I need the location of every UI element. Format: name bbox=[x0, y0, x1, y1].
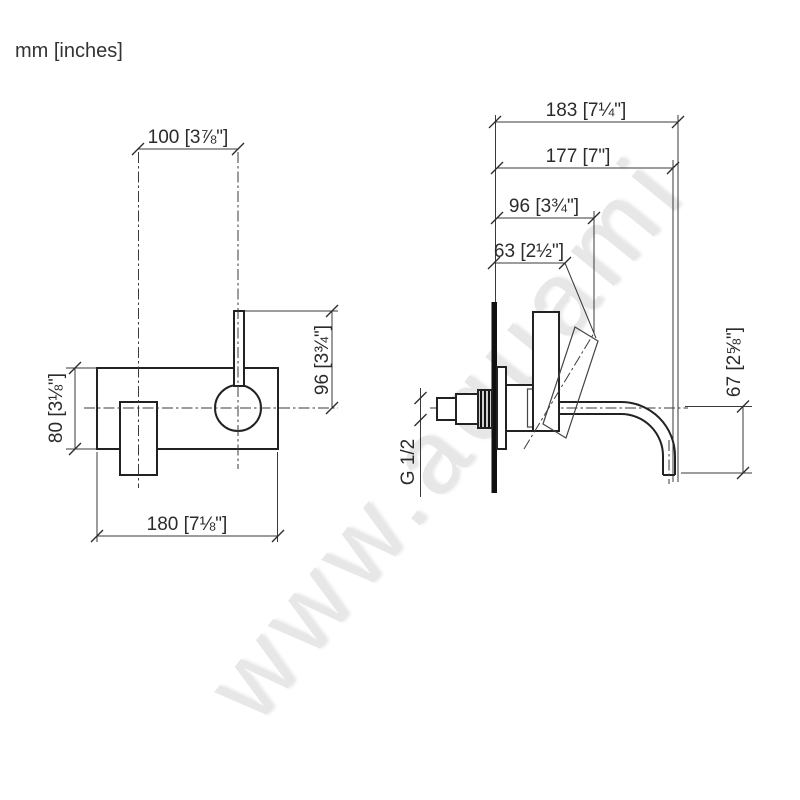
front-view: 100 [3⅞"] 96 [3¾"] bbox=[46, 127, 339, 543]
wall-section bbox=[491, 302, 497, 493]
front-handle bbox=[233, 310, 245, 387]
dim-label-180: 180 [7⅛"] bbox=[147, 514, 228, 535]
side-spout bbox=[506, 401, 676, 484]
side-cartridge bbox=[505, 384, 534, 432]
side-view: 183 [7¼"] 177 [7"] 96 [3¾"] bbox=[398, 100, 752, 497]
dim-label-96-side: 96 [3¾"] bbox=[509, 196, 579, 217]
front-dim-handle-height: 96 [3¾"] bbox=[245, 304, 339, 415]
side-dim-handle-open: 96 [3¾"] bbox=[490, 196, 601, 333]
dim-label-177: 177 [7"] bbox=[546, 146, 611, 167]
front-dim-plate-height: 80 [3⅛"] bbox=[46, 361, 96, 456]
dim-label-63: 63 [2½"] bbox=[494, 241, 564, 262]
thread-callout: G 1/2 bbox=[398, 388, 427, 497]
side-handle-open-centerline bbox=[523, 332, 595, 450]
front-dim-handle-offset: 100 [3⅞"] bbox=[131, 127, 245, 156]
side-handle-open-outline bbox=[542, 326, 599, 439]
dim-label-100: 100 [3⅞"] bbox=[148, 127, 229, 148]
side-dim-spout-drop: 67 [2⅝"] bbox=[681, 327, 752, 480]
dim-label-67: 67 [2⅝"] bbox=[724, 327, 745, 397]
side-handle-closed bbox=[532, 311, 560, 432]
thread-label: G 1/2 bbox=[398, 439, 419, 485]
dim-label-96-front: 96 [3¾"] bbox=[312, 325, 333, 395]
dim-label-183: 183 [7¼"] bbox=[546, 100, 627, 121]
side-plate bbox=[496, 366, 507, 450]
supply-nipple bbox=[436, 389, 493, 429]
side-dim-spout-reach: 177 [7"] bbox=[490, 146, 680, 175]
side-dim-handle-projection: 63 [2½"] bbox=[487, 241, 597, 339]
units-note: mm [inches] bbox=[15, 40, 123, 62]
front-dim-plate-width: 180 [7⅛"] bbox=[90, 452, 285, 543]
dim-label-80: 80 [3⅛"] bbox=[46, 373, 67, 443]
side-dim-total-projection: 183 [7¼"] bbox=[488, 100, 685, 129]
